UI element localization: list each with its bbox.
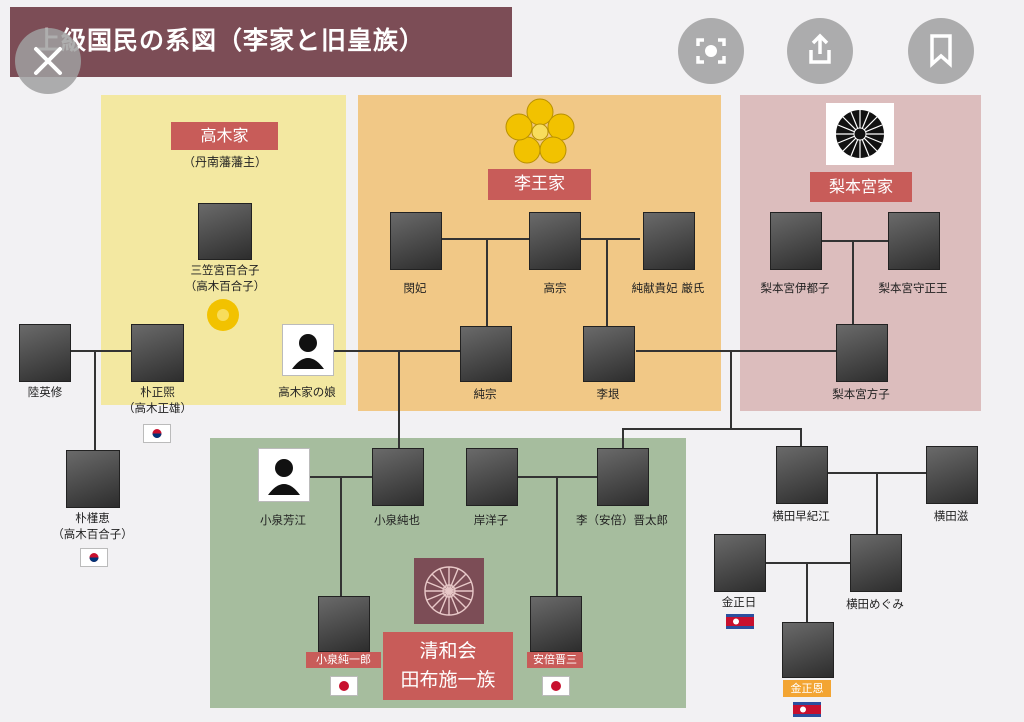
imperial-chrysanthemum-icon <box>207 299 239 331</box>
close-button[interactable] <box>15 28 81 94</box>
name-abe-shintaro: 李（安倍）晋太郎 <box>576 513 668 527</box>
south-korea-flag-icon <box>80 548 108 567</box>
portrait-rigin <box>583 326 635 382</box>
connector-line <box>730 350 732 430</box>
name-binhi: 閔妃 <box>403 281 427 295</box>
ri-royal-family-label: 李王家 <box>488 169 591 200</box>
name-morimasa: 梨本宮守正王 <box>878 281 948 295</box>
name-itsuko: 梨本宮伊都子 <box>760 281 830 295</box>
connector-line <box>308 476 378 478</box>
name-boku-alias: （高木正雄） <box>123 401 192 415</box>
connector-line <box>330 350 460 352</box>
name-yokota-megumi: 横田めぐみ <box>846 597 904 611</box>
portrait-abe-shintaro <box>597 448 649 506</box>
name-masako: 梨本宮方子 <box>832 387 890 401</box>
close-icon <box>34 47 62 75</box>
name-takagi-daughter: 高木家の娘 <box>278 385 336 399</box>
connector-line <box>806 562 808 622</box>
name-mikasa: 三笠宮百合子 <box>190 263 260 277</box>
seiwakai-label-line1: 清和会 <box>419 640 477 662</box>
name-rigin: 李垠 <box>596 387 620 401</box>
name-park-geunhye: 朴槿恵 <box>75 511 110 525</box>
seiwakai-label: 清和会 田布施一族 <box>383 632 513 700</box>
portrait-kishi-yoko <box>466 448 518 506</box>
north-korea-flag-icon <box>793 702 821 717</box>
japan-flag-icon <box>330 676 358 696</box>
portrait-yokota-sakie <box>776 446 828 504</box>
connector-line <box>764 562 854 564</box>
connector-line <box>398 350 400 450</box>
portrait-boku <box>131 324 184 382</box>
portrait-kim-jongun <box>782 622 834 678</box>
connector-line <box>606 238 608 326</box>
north-korea-flag-icon <box>726 614 754 629</box>
portrait-abe-shinzo <box>530 596 582 652</box>
connector-line <box>556 476 558 596</box>
portrait-binhi <box>390 212 442 270</box>
name-yokota-shigeru: 横田滋 <box>933 509 969 523</box>
chrysanthemum-crest-icon <box>424 566 474 616</box>
lens-scan-icon <box>696 38 726 64</box>
name-park-geunhye-alias: （高木百合子） <box>52 527 133 541</box>
seiwa-crest-frame <box>414 558 484 624</box>
portrait-yokota-shigeru <box>926 446 978 504</box>
seiwakai-label-line2: 田布施一族 <box>400 669 496 691</box>
south-korea-flag-icon <box>143 424 171 443</box>
name-junso: 純宗 <box>473 387 497 401</box>
connector-line <box>68 350 158 352</box>
portrait-yokota-megumi <box>850 534 902 592</box>
connector-line <box>94 350 96 450</box>
name-riku: 陸英修 <box>27 385 63 399</box>
connector-line <box>800 428 802 448</box>
name-boku: 朴正煕 <box>140 385 175 399</box>
portrait-kim-jongil <box>714 534 766 592</box>
silhouette-takagi-daughter <box>282 324 334 376</box>
portrait-junken <box>643 212 695 270</box>
name-kim-jongun: 金正恩 <box>783 680 831 697</box>
bookmark-icon <box>930 34 952 68</box>
takagi-family-label: 高木家 <box>171 122 278 150</box>
portrait-kojo <box>529 212 581 270</box>
portrait-riku <box>19 324 71 382</box>
portrait-mikasa <box>198 203 252 260</box>
portrait-morimasa <box>888 212 940 270</box>
name-yokota-sakie: 横田早紀江 <box>772 509 830 523</box>
name-koizumi-junichiro: 小泉純一郎 <box>306 652 381 668</box>
name-koizumi-yoshie: 小泉芳江 <box>260 513 306 527</box>
bookmark-button[interactable] <box>908 18 974 84</box>
connector-line <box>622 428 624 448</box>
plum-crest-icon <box>505 98 575 164</box>
portrait-koizumi-junya <box>372 448 424 506</box>
connector-line <box>622 428 802 430</box>
share-button[interactable] <box>787 18 853 84</box>
portrait-koizumi-junichiro <box>318 596 370 652</box>
connector-line <box>876 472 878 534</box>
share-icon <box>809 33 831 64</box>
portrait-park-geunhye <box>66 450 120 508</box>
chrysanthemum-crest-icon <box>836 110 884 158</box>
connector-line <box>340 476 342 596</box>
name-kim-jongil: 金正日 <box>721 595 757 609</box>
name-junken: 純献貴妃 厳氏 <box>631 281 705 295</box>
nashimoto-crest-frame <box>826 103 894 165</box>
connector-line <box>852 240 854 326</box>
connector-line <box>636 350 836 352</box>
name-koizumi-junya: 小泉純也 <box>374 513 420 527</box>
name-mikasa-alias: （高木百合子） <box>184 279 266 293</box>
name-kishi-yoko: 岸洋子 <box>473 513 509 527</box>
portrait-junso <box>460 326 512 382</box>
silhouette-koizumi-yoshie <box>258 448 310 502</box>
portrait-masako <box>836 324 888 382</box>
title-banner <box>10 7 512 77</box>
nashimoto-family-label: 梨本宮家 <box>810 172 912 202</box>
takagi-family-sublabel: （丹南藩藩主） <box>182 155 267 169</box>
lens-button[interactable] <box>678 18 744 84</box>
japan-flag-icon <box>542 676 570 696</box>
name-abe-shinzo: 安倍晋三 <box>527 652 583 668</box>
page-title: 上級国民の系図（李家と旧皇族） <box>35 26 426 55</box>
portrait-itsuko <box>770 212 822 270</box>
name-kojo: 高宗 <box>543 281 567 295</box>
connector-line <box>486 238 488 326</box>
